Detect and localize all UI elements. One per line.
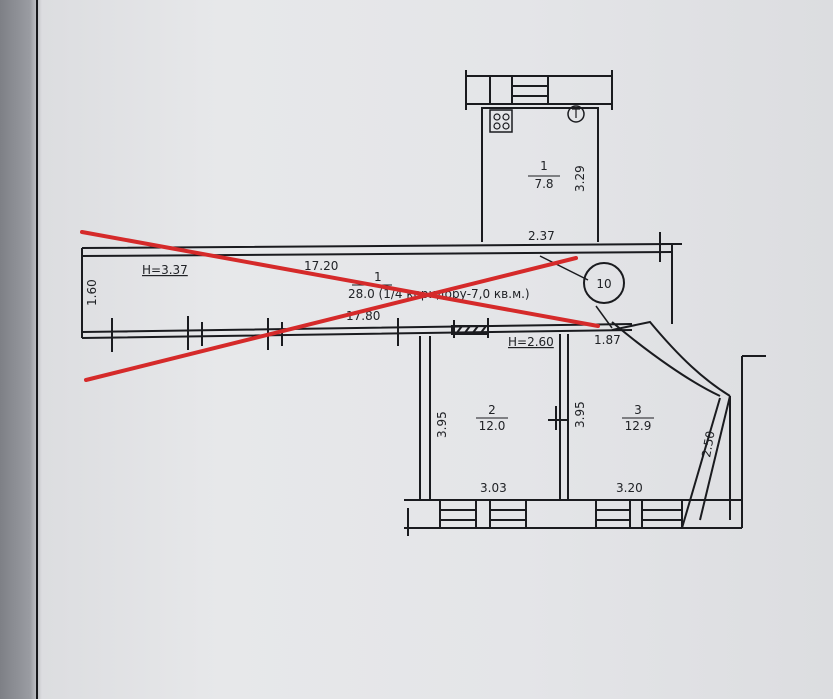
corridor-top-length: 17.20 bbox=[304, 259, 338, 273]
room3-curved-wall bbox=[611, 320, 731, 397]
room3-slanted-wall bbox=[681, 395, 731, 529]
bottom-window-panes bbox=[440, 509, 682, 521]
kitchen-number: 1 bbox=[540, 159, 548, 173]
unit-marker-label: 10 bbox=[596, 277, 611, 291]
sink-icon bbox=[567, 105, 585, 123]
room3-width-dimension: 3.20 bbox=[616, 481, 643, 495]
red-cross-out bbox=[80, 230, 600, 382]
kitchen-window-ticks bbox=[465, 70, 613, 110]
room2-left-wall bbox=[419, 336, 431, 500]
corridor-bottom-wall bbox=[81, 323, 633, 339]
room3-area: 12.9 bbox=[625, 419, 652, 433]
corridor-top-wall bbox=[81, 243, 673, 257]
bottom-window-mullions bbox=[439, 500, 683, 528]
room2-width-dimension: 3.03 bbox=[480, 481, 507, 495]
room-partition bbox=[559, 334, 569, 500]
room3-right-wall bbox=[729, 356, 743, 528]
room2-door-swing bbox=[548, 406, 568, 430]
cross-line-1 bbox=[80, 230, 600, 328]
passage-width-dimension: 1.87 bbox=[594, 333, 621, 347]
corridor-width-dimension: 1.60 bbox=[85, 279, 99, 306]
corridor-number: 1 bbox=[374, 270, 382, 284]
room3-diagonal-dimension: 2.50 bbox=[699, 430, 717, 459]
kitchen-area: 7.8 bbox=[534, 177, 553, 191]
kitchen-width-dimension: 2.37 bbox=[528, 229, 555, 243]
hatched-partition bbox=[451, 325, 489, 335]
cross-line-2 bbox=[84, 256, 578, 382]
room2-number: 2 bbox=[488, 403, 496, 417]
kitchen-window-block bbox=[465, 75, 613, 105]
paper-edge bbox=[36, 0, 38, 699]
kitchen-height-dimension: 3.29 bbox=[573, 165, 587, 192]
corridor-right-ticks bbox=[659, 232, 682, 262]
walls bbox=[81, 70, 766, 536]
room3-height-dimension: 3.95 bbox=[573, 401, 587, 428]
stove-icon bbox=[489, 109, 513, 133]
rooms-height-label: H=2.60 bbox=[508, 335, 554, 349]
kitchen-walls bbox=[481, 107, 599, 242]
kitchen-window-mullions bbox=[489, 76, 549, 104]
unit-marker: 10 bbox=[539, 255, 625, 329]
room3-number: 3 bbox=[634, 403, 642, 417]
room2-area: 12.0 bbox=[479, 419, 506, 433]
room2-height-dimension: 3.95 bbox=[435, 411, 449, 438]
bottom-window-wall bbox=[404, 355, 766, 529]
labels: 1 7.8 3.29 2.37 H=3.37 17.20 1.60 1 28.0… bbox=[85, 159, 718, 495]
corridor-height-label: H=3.37 bbox=[142, 263, 188, 277]
